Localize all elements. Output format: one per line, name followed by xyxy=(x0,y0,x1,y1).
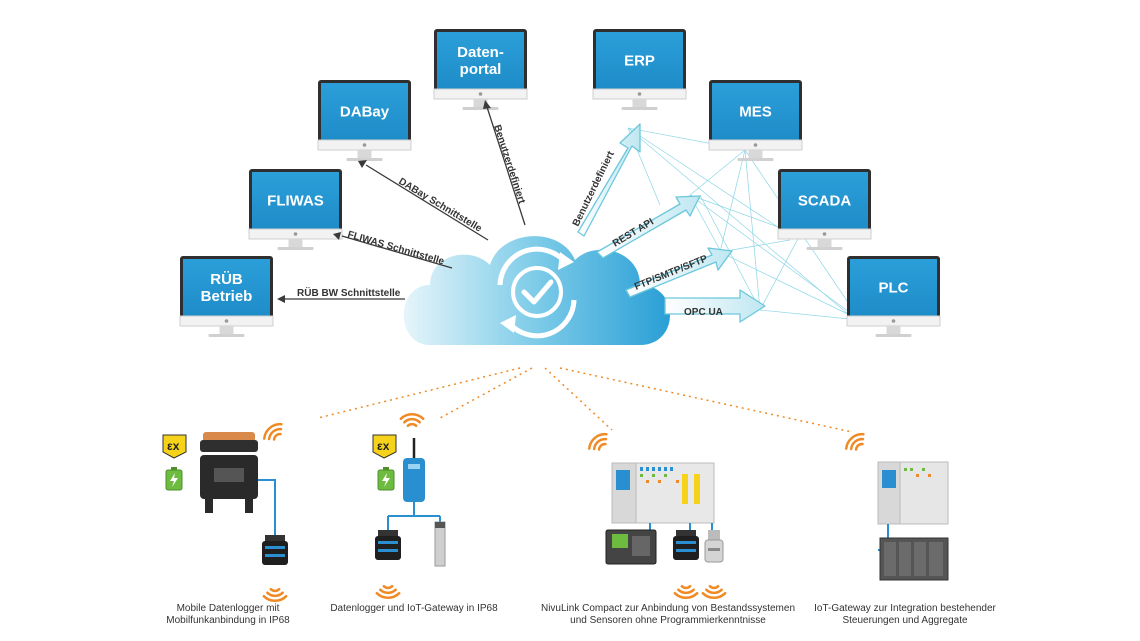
device-mobile-logger: εx xyxy=(162,432,288,565)
monitor-dabay: DABay xyxy=(317,80,412,161)
cloud xyxy=(403,236,670,345)
arrow-label-ftp: FTP/SMTP/SFTP xyxy=(633,253,710,292)
wireless-signal-icon xyxy=(701,584,727,600)
svg-text:εx: εx xyxy=(377,439,390,453)
caption-nivulink: und Sensoren ohne Programmierkenntnisse xyxy=(570,615,766,626)
wireless-signal-icon xyxy=(587,432,608,451)
ultrasonic-sensor xyxy=(262,535,288,565)
monitor-erp: ERP xyxy=(592,29,687,110)
battery-icon xyxy=(377,467,395,491)
controller-box xyxy=(605,529,657,565)
wireless-signal-icon xyxy=(673,584,699,600)
wireless-signal-icon xyxy=(375,584,401,600)
ultrasonic-sensor xyxy=(375,530,401,560)
ex-badge: εx xyxy=(372,434,397,459)
left-arrows xyxy=(277,100,526,303)
battery-icon xyxy=(165,467,183,491)
flow-sensor xyxy=(704,530,724,563)
svg-text:εx: εx xyxy=(167,439,180,453)
monitor-label: Betrieb xyxy=(201,288,253,305)
ex-badge: εx xyxy=(162,434,187,459)
wireless-signal-icon xyxy=(399,412,425,428)
caption-mobile: Mobile Datenlogger mit xyxy=(177,603,280,614)
right-arrows xyxy=(577,123,766,323)
caption-nivulink: NivuLink Compact zur Anbindung von Besta… xyxy=(541,603,795,614)
device-nivulink xyxy=(605,462,724,565)
monitor-label: PLC xyxy=(879,280,909,297)
monitor-scada: SCADA xyxy=(777,169,872,250)
monitor-datenportal: Daten-portal xyxy=(433,29,528,110)
monitor-fliwas: FLIWAS xyxy=(248,169,343,250)
monitor-label: portal xyxy=(460,61,502,78)
sync-check-icon xyxy=(497,246,577,339)
caption-mobile: Mobilfunkanbindung in IP68 xyxy=(166,615,290,626)
device-iot-gateway: εx xyxy=(372,434,446,567)
monitor-label: RÜB xyxy=(210,271,243,288)
monitor-label: ERP xyxy=(624,53,655,70)
arrow-label-opc: OPC UA xyxy=(684,307,723,318)
arrow-label-dabay: DABay Schnittstelle xyxy=(396,176,483,235)
ultrasonic-sensor xyxy=(673,530,699,560)
wireless-signal-icon xyxy=(844,432,865,451)
monitor-label: FLIWAS xyxy=(267,193,324,210)
caption-gateway: Datenlogger und IoT-Gateway in IP68 xyxy=(330,603,498,614)
monitor-plc: PLC xyxy=(846,256,941,337)
monitor-label: MES xyxy=(739,104,772,121)
device-iot-integration xyxy=(877,461,949,581)
caption-iot: IoT-Gateway zur Integration bestehender xyxy=(814,603,996,614)
plc-rack xyxy=(879,537,949,581)
connection-lines xyxy=(627,127,861,321)
arrow-label-datenportal: Benutzerdefiniert xyxy=(491,124,527,206)
device-link-lines xyxy=(317,367,853,433)
monitor-label: DABay xyxy=(340,104,390,121)
arrow-label-rub: RÜB BW Schnittstelle xyxy=(297,286,401,299)
pressure-probe xyxy=(434,521,446,567)
monitor-label: SCADA xyxy=(798,193,852,210)
monitor-label: Daten- xyxy=(457,44,504,61)
arrow-label-rest: REST API xyxy=(611,216,656,249)
arrow-label-fliwas: FLIWAS Schnittstelle xyxy=(346,229,446,267)
monitor-mes: MES xyxy=(708,80,803,161)
caption-iot: Steuerungen und Aggregate xyxy=(842,615,968,626)
wireless-signal-icon xyxy=(262,422,283,441)
wireless-signal-icon xyxy=(262,587,288,603)
